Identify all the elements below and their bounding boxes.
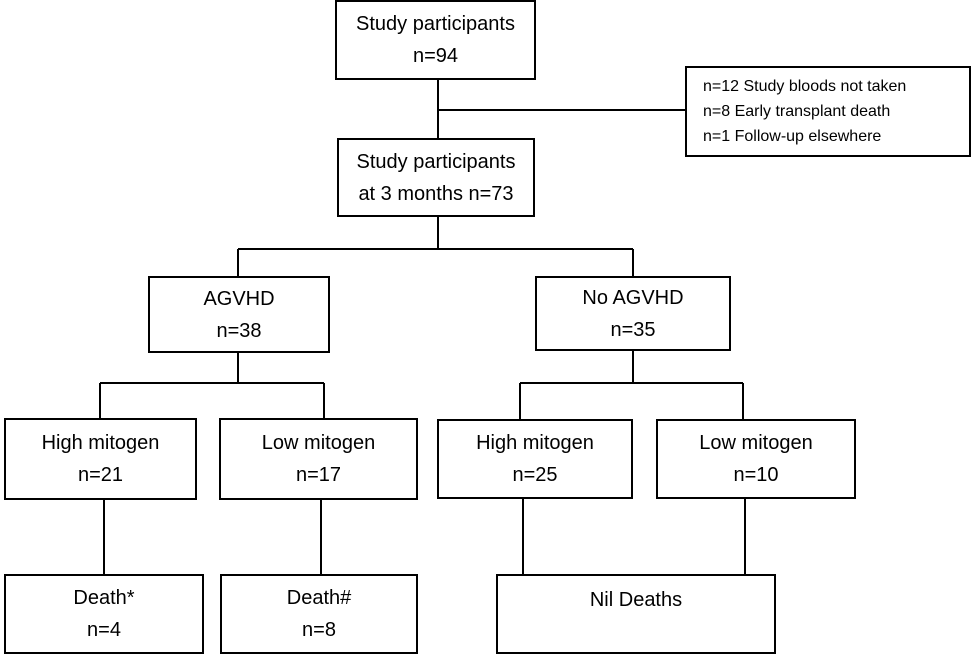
box-no-agvhd-high-mitogen: High mitogen n=25	[437, 419, 633, 499]
agvhd-high-title: High mitogen	[41, 432, 160, 454]
box-death-star: Death* n=4	[4, 574, 204, 654]
death-star-title: Death*	[73, 587, 135, 609]
box-3-months: Study participants at 3 months n=73	[337, 138, 535, 217]
no-agvhd-count: n=35	[610, 318, 656, 341]
no-agvhd-high-count: n=25	[512, 464, 558, 486]
no-agvhd-low-title: Low mitogen	[699, 432, 813, 454]
exclusion-item: n=1 Follow-up elsewhere	[703, 128, 882, 145]
box-agvhd: AGVHD n=38	[148, 276, 330, 353]
exclusion-item: n=12 Study bloods not taken	[703, 78, 907, 95]
death-hash-count: n=8	[302, 619, 336, 641]
box-agvhd-high-mitogen: High mitogen n=21	[4, 418, 197, 500]
three-months-line1: Study participants	[356, 150, 516, 173]
death-hash-title: Death#	[286, 587, 352, 609]
agvhd-count: n=38	[216, 319, 262, 342]
box-death-hash: Death# n=8	[220, 574, 418, 654]
box-agvhd-low-mitogen: Low mitogen n=17	[219, 418, 418, 500]
death-star-count: n=4	[87, 619, 121, 641]
no-agvhd-title: No AGVHD	[582, 286, 684, 309]
agvhd-high-count: n=21	[77, 464, 124, 486]
no-agvhd-low-count: n=10	[733, 464, 779, 486]
no-agvhd-high-title: High mitogen	[476, 432, 594, 454]
three-months-line2: at 3 months n=73	[358, 182, 514, 205]
nil-deaths-title: Nil Deaths	[589, 589, 683, 611]
exclusion-item: n=8 Early transplant death	[703, 103, 891, 120]
agvhd-low-count: n=17	[295, 464, 342, 486]
study-title: Study participants	[356, 13, 515, 35]
study-count: n=94	[412, 45, 459, 67]
box-study-participants: Study participants n=94	[335, 0, 536, 80]
agvhd-title: AGVHD	[203, 287, 275, 310]
box-no-agvhd-low-mitogen: Low mitogen n=10	[656, 419, 856, 499]
agvhd-low-title: Low mitogen	[261, 432, 376, 454]
box-no-agvhd: No AGVHD n=35	[535, 276, 731, 351]
box-nil-deaths: Nil Deaths	[496, 574, 776, 654]
box-exclusions: n=12 Study bloods not taken n=8 Early tr…	[685, 66, 971, 157]
